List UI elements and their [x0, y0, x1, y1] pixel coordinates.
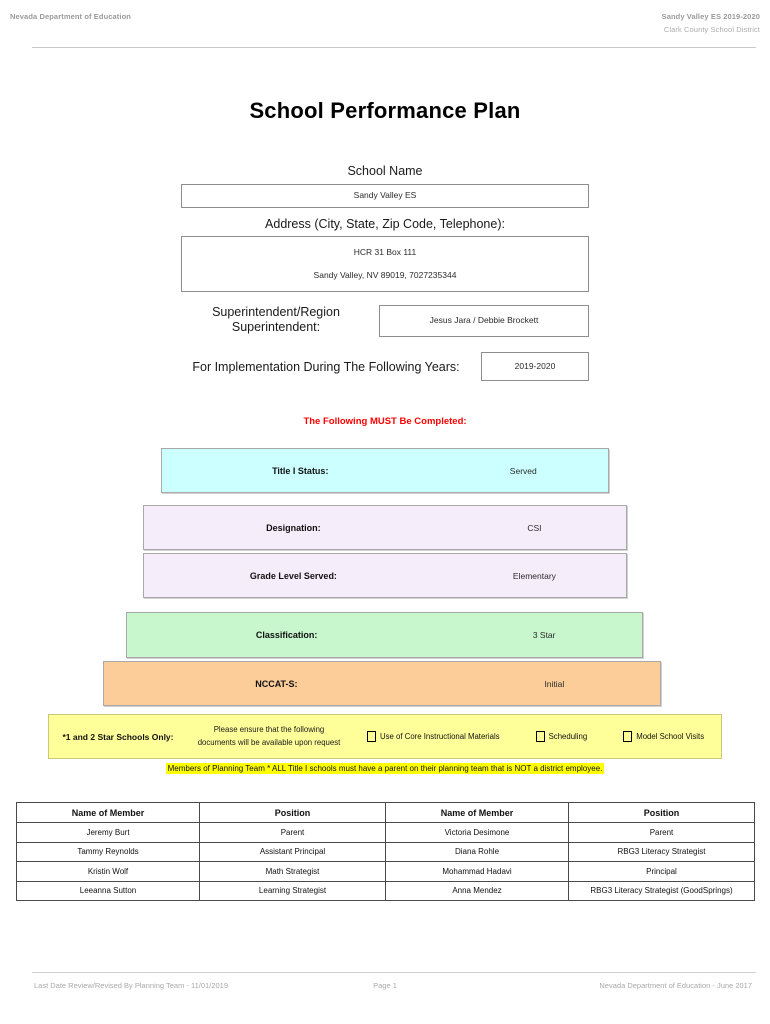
implementation-years-value: 2019-2020 [514, 360, 556, 371]
must-complete-notice: The Following MUST Be Completed: [303, 416, 467, 427]
member-position[interactable]: Learning Strategist [199, 880, 386, 901]
status-bar-title-i-label: Title I Status: [272, 465, 329, 476]
checkbox-icon[interactable] [367, 731, 376, 742]
checkbox-core-instructional-materials[interactable]: Use of Core Instructional Materials [367, 731, 500, 742]
table-row: Jeremy Burt Parent Victoria Desimone Par… [16, 822, 755, 843]
member-name[interactable]: Leeanna Sutton [16, 880, 200, 901]
member-position[interactable]: Principal [568, 861, 755, 882]
school-name-value: Sandy Valley ES [353, 190, 417, 201]
checkbox-scheduling[interactable]: Scheduling [535, 731, 588, 742]
status-bar-grade-level[interactable]: Grade Level Served: Elementary [143, 553, 627, 598]
table-header-name-1: Name of Member [16, 802, 200, 823]
table-row: Kristin Wolf Math Strategist Mohammad Ha… [16, 861, 755, 882]
implementation-years-field[interactable]: 2019-2020 [481, 352, 589, 381]
member-position[interactable]: RBG3 Literacy Strategist [568, 841, 755, 862]
status-bar-classification-label: Classification: [255, 630, 318, 640]
member-position[interactable]: Assistant Principal [199, 841, 386, 862]
member-name[interactable]: Jeremy Burt [16, 822, 200, 843]
star-schools-note: Please ensure that the following documen… [181, 724, 357, 748]
member-position[interactable]: RBG3 Literacy Strategist (GoodSprings) [568, 880, 755, 901]
page-footer: Last Date Review/Revised By Planning Tea… [0, 962, 770, 1024]
status-bar-grade-level-value: Elementary [512, 570, 556, 581]
checkbox-icon[interactable] [623, 731, 633, 742]
member-name[interactable]: Anna Mendez [385, 880, 569, 901]
checkbox-core-instructional-materials-label: Use of Core Instructional Materials [380, 732, 500, 741]
checkbox-scheduling-label: Scheduling [548, 732, 588, 741]
member-position[interactable]: Parent [568, 822, 755, 843]
footer-page-number: Page 1 [373, 981, 397, 990]
status-bar-grade-level-label: Grade Level Served: [249, 570, 337, 581]
member-name[interactable]: Victoria Desimone [385, 822, 569, 843]
table-row: Tammy Reynolds Assistant Principal Diana… [16, 841, 755, 862]
status-bar-designation-label: Designation: [266, 522, 321, 533]
table-header-position-1: Position [199, 802, 386, 823]
status-bar-designation[interactable]: Designation: CSI [143, 505, 627, 550]
planning-team-note: Members of Planning Team * ALL Title I s… [0, 763, 770, 774]
address-line-2: Sandy Valley, NV 89019, 7027235344 [313, 269, 457, 280]
table-row: Leeanna Sutton Learning Strategist Anna … [16, 880, 755, 901]
member-name[interactable]: Tammy Reynolds [16, 841, 200, 862]
checkbox-model-school-visits-label: Model School Visits [636, 732, 705, 741]
status-bar-classification[interactable]: Classification: 3 Star [126, 612, 643, 658]
star-schools-note-line-2: documents will be available upon request [197, 737, 341, 747]
superintendent-label: Superintendent/Region Superintendent: [212, 305, 340, 334]
header-divider [32, 47, 756, 48]
status-bar-nccat-s[interactable]: NCCAT-S: Initial [103, 661, 661, 706]
superintendent-field[interactable]: Jesus Jara / Debbie Brockett [379, 305, 589, 337]
member-name[interactable]: Kristin Wolf [16, 861, 200, 882]
status-bar-designation-value: CSI [527, 522, 542, 533]
table-header-name-2: Name of Member [385, 802, 569, 823]
planning-team-table: Name of Member Position Name of Member P… [16, 802, 755, 901]
footer-revision-date: Last Date Review/Revised By Planning Tea… [34, 981, 229, 990]
school-name-field[interactable]: Sandy Valley ES [181, 184, 589, 208]
address-field[interactable]: HCR 31 Box 111 Sandy Valley, NV 89019, 7… [181, 236, 589, 292]
page-title: School Performance Plan [249, 98, 521, 123]
planning-team-note-text: Members of Planning Team * ALL Title I s… [165, 763, 605, 774]
member-position[interactable]: Parent [199, 822, 386, 843]
status-bar-title-i-value: Served [509, 465, 537, 476]
checkbox-icon[interactable] [535, 731, 545, 742]
star-schools-note-line-1: Please ensure that the following [213, 725, 325, 735]
address-line-1: HCR 31 Box 111 [353, 247, 417, 258]
header-school-year: Sandy Valley ES 2019-2020 [661, 12, 760, 21]
star-schools-title: *1 and 2 Star Schools Only: [62, 731, 174, 742]
table-header-row: Name of Member Position Name of Member P… [16, 802, 755, 823]
header-district: Clark County School District [663, 25, 760, 34]
member-name[interactable]: Mohammad Hadavi [385, 861, 569, 882]
status-bar-title-i[interactable]: Title I Status: Served [161, 448, 609, 493]
header-school-info: Sandy Valley ES 2019-2020 Clark County S… [662, 12, 760, 34]
footer-source: Nevada Department of Education - June 20… [599, 981, 752, 990]
implementation-years-label: For Implementation During The Following … [192, 360, 460, 374]
member-position[interactable]: Math Strategist [199, 861, 386, 882]
star-schools-row: *1 and 2 Star Schools Only: Please ensur… [48, 714, 722, 759]
header-agency-name: Nevada Department of Education [10, 12, 131, 21]
footer-divider [32, 972, 756, 973]
member-name[interactable]: Diana Rohle [385, 841, 569, 862]
status-bar-nccat-s-value: Initial [544, 678, 565, 689]
status-bar-nccat-s-label: NCCAT-S: [255, 678, 298, 689]
status-bar-classification-value: 3 Star [532, 630, 556, 640]
checkbox-model-school-visits[interactable]: Model School Visits [623, 731, 704, 742]
address-label: Address (City, State, Zip Code, Telephon… [265, 217, 505, 231]
school-name-label: School Name [347, 164, 423, 178]
page-header: Nevada Department of Education Sandy Val… [0, 0, 770, 52]
superintendent-value: Jesus Jara / Debbie Brockett [429, 315, 539, 326]
table-header-position-2: Position [568, 802, 755, 823]
